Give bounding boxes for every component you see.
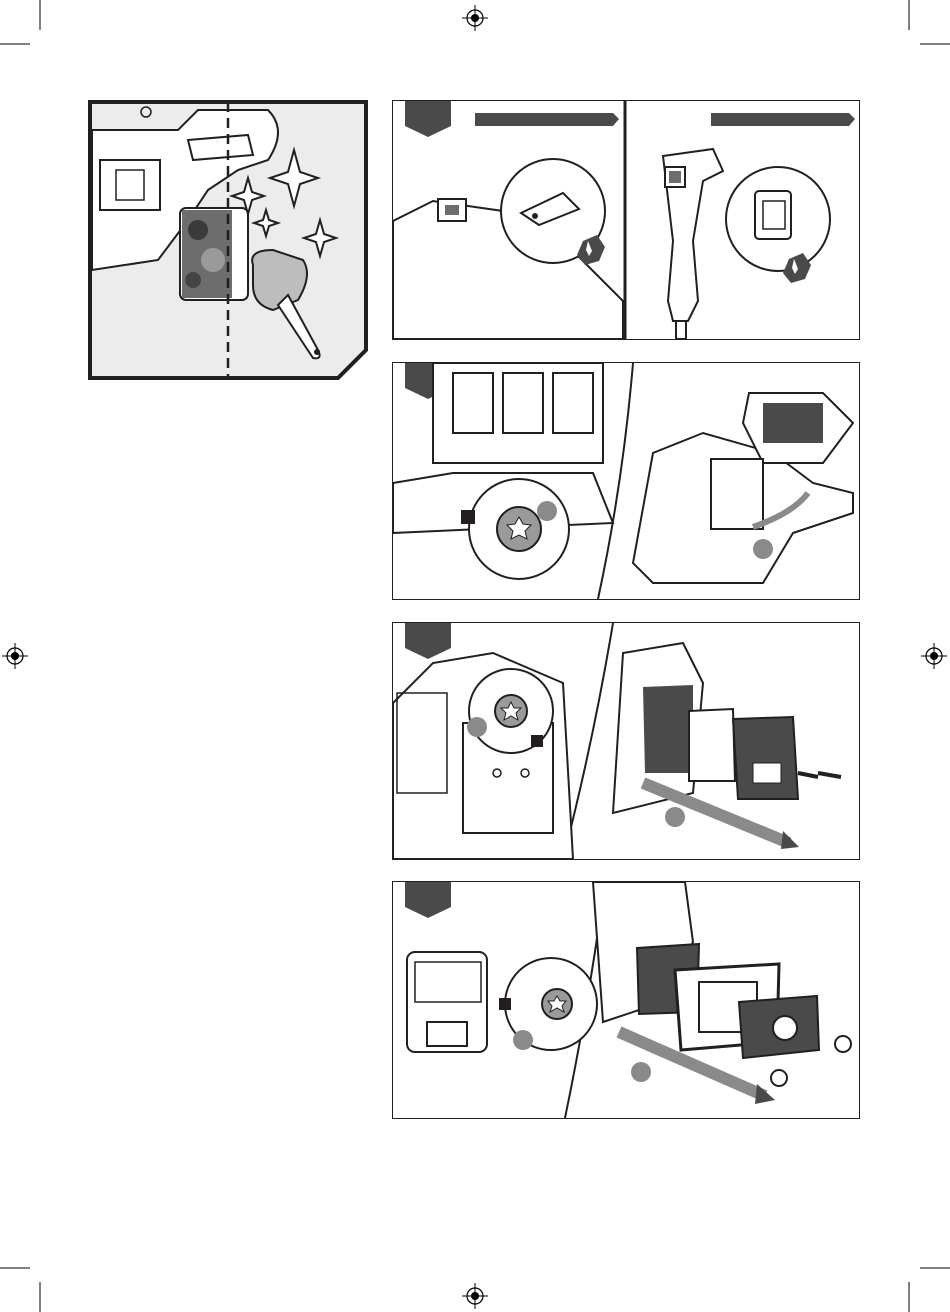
step-panel-1 — [392, 100, 860, 340]
step-3-illustration — [393, 623, 859, 859]
step-2-illustration — [393, 363, 859, 599]
step-4-illustration — [393, 882, 859, 1118]
registration-icon-left — [2, 643, 28, 669]
registration-icon-bottom — [462, 1283, 488, 1309]
step-panel-2 — [392, 362, 860, 600]
step-panel-3 — [392, 622, 860, 860]
registration-icon-top — [462, 5, 488, 31]
cleaning-panel — [88, 100, 370, 382]
step-1-illustration — [393, 101, 859, 339]
step-panel-4 — [392, 881, 860, 1119]
registration-icon-right — [921, 643, 947, 669]
